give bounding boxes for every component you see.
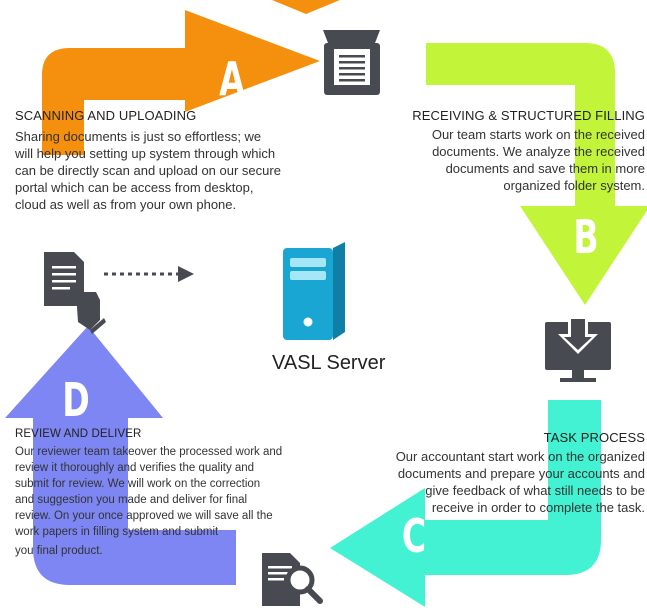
monitor-download-icon <box>545 316 611 382</box>
arrow-c-body <box>330 400 601 607</box>
step-c-line: Our accountant start work on the organiz… <box>395 449 645 464</box>
step-d-title: REVIEW AND DELIVER <box>15 428 142 440</box>
step-c-title: TASK PROCESS <box>543 430 645 445</box>
server-label: VASL Server <box>272 352 386 374</box>
step-d-line: you final product. <box>15 545 103 557</box>
step-a-title: SCANNING AND UPLOADING <box>15 108 197 123</box>
arrow-a-body <box>42 10 320 155</box>
step-d-line: review. On your once approved we will sa… <box>15 510 273 522</box>
step-a-line: can be directly scan and upload on our s… <box>15 163 281 178</box>
step-d-line: submit for review. We will work on the c… <box>15 478 261 490</box>
step-b-line: organized folder system. <box>503 178 645 193</box>
step-d-description: Our reviewer team takeover the processed… <box>15 444 335 559</box>
step-b-title: RECEIVING & STRUCTURED FILLING <box>412 108 645 123</box>
step-d-line: review it thoroughly and verifies the qu… <box>15 462 255 474</box>
step-c-line: receive in order to complete the task. <box>431 500 645 515</box>
step-c-description: Our accountant start work on the organiz… <box>325 448 645 516</box>
step-a-line: cloud as well as from your own phone. <box>15 197 237 212</box>
arrow-d-body <box>5 326 236 585</box>
arrow-d <box>5 326 236 585</box>
document-hand-icon <box>44 252 106 334</box>
step-letter-c: C <box>401 509 427 563</box>
step-d-line: work papers in filling system and submit <box>15 526 219 538</box>
server-icon <box>283 242 345 340</box>
step-d-line: and suggestion you made and deliver for … <box>15 494 248 506</box>
step-c-line: documents and prepare your accounts and <box>397 466 645 481</box>
arrow-c <box>330 400 601 607</box>
step-letter-d: D <box>62 373 90 427</box>
step-d-line: Our reviewer team takeover the processed… <box>15 446 283 458</box>
step-a-line: will help you setting up system through … <box>15 146 276 161</box>
scanner-icon <box>323 30 380 95</box>
step-b-description: Our team starts work on the received doc… <box>365 126 645 194</box>
step-c-line: give feedback of what still needs to be <box>425 483 645 498</box>
arrow-b-body <box>426 43 647 305</box>
step-b-line: Our team starts work on the received <box>431 127 645 142</box>
document-search-icon <box>262 553 323 606</box>
step-a-line: portal which can be access from desktop, <box>15 180 254 195</box>
step-a-line: Sharing documents is just so effortless;… <box>15 129 262 144</box>
step-letter-b: B <box>573 210 599 264</box>
step-letter-a: A <box>219 52 245 106</box>
step-b-line: documents and save them in more <box>445 161 645 176</box>
arrow-b <box>426 43 647 305</box>
arrow-a-top-tip <box>272 0 340 14</box>
step-b-line: documents. We analyze the received <box>432 144 645 159</box>
dotted-connector <box>104 266 194 282</box>
step-a-description: Sharing documents is just so effortless;… <box>15 128 335 213</box>
arrow-a <box>42 0 340 155</box>
